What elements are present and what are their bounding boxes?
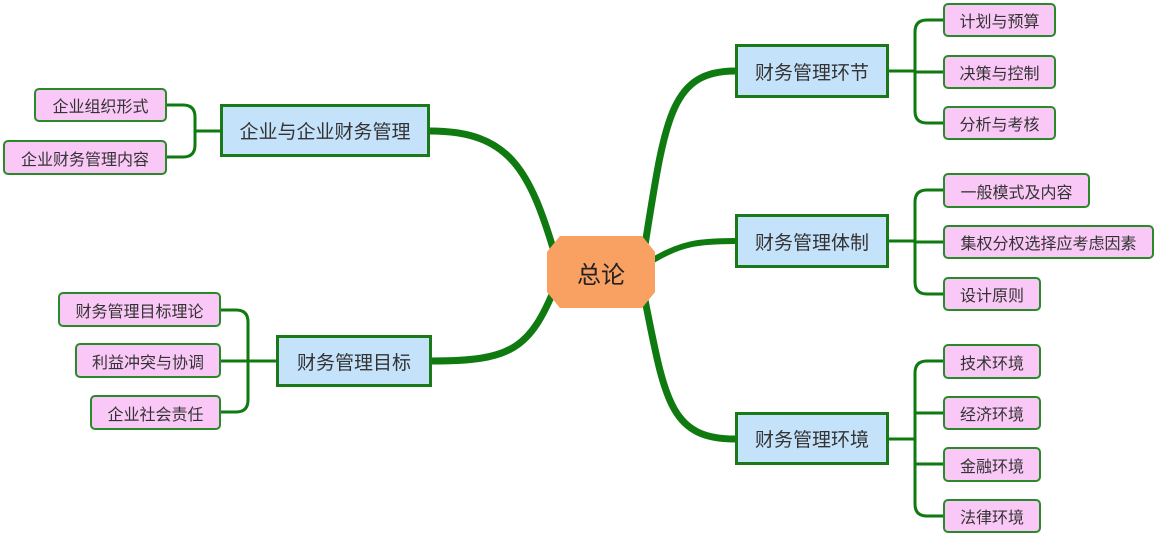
subtopic-label: 企业财务管理内容 <box>20 149 149 169</box>
subtopic[interactable]: 金融环境 <box>943 447 1041 482</box>
topic-system[interactable]: 财务管理体制 <box>735 214 889 268</box>
subtopic[interactable]: 利益冲突与协调 <box>75 343 221 378</box>
subtopic-label: 企业组织形式 <box>52 97 149 116</box>
subtopic[interactable]: 决策与控制 <box>943 55 1056 89</box>
subtopic-label: 企业社会责任 <box>107 404 204 424</box>
topic-label: 企业与企业财务管理 <box>239 121 411 143</box>
subtopic[interactable]: 一般模式及内容 <box>943 173 1090 208</box>
topic-label: 财务管理环节 <box>754 61 869 84</box>
topic-label: 财务管理环境 <box>754 429 869 451</box>
subtopic[interactable]: 财务管理目标理论 <box>58 292 221 327</box>
topic-goal[interactable]: 财务管理目标 <box>276 335 432 387</box>
subtopic[interactable]: 法律环境 <box>943 499 1041 533</box>
connector-enterprise <box>426 127 560 262</box>
subtopic[interactable]: 企业财务管理内容 <box>3 140 167 175</box>
subtopic-label: 集权分权选择应考虑因素 <box>960 234 1137 253</box>
subtopic[interactable]: 设计原则 <box>943 277 1041 311</box>
subtopic[interactable]: 技术环境 <box>943 344 1041 379</box>
topic-environment[interactable]: 财务管理环境 <box>735 412 889 465</box>
subtopic-label: 法律环境 <box>959 508 1024 527</box>
central-topic-label: 总论 <box>577 260 625 289</box>
subtopic-label: 金融环境 <box>959 456 1024 476</box>
subtopic-label: 技术环境 <box>959 353 1024 373</box>
central-topic[interactable]: 总论 <box>547 236 655 308</box>
connector-system <box>647 238 738 265</box>
topic-enterprise[interactable]: 企业与企业财务管理 <box>220 104 430 157</box>
connector-goal <box>428 281 560 365</box>
subtopic-label: 财务管理目标理论 <box>75 301 204 321</box>
subtopic[interactable]: 经济环境 <box>943 396 1041 430</box>
subtopic-label: 分析与考核 <box>959 115 1040 134</box>
subtopic[interactable]: 企业组织形式 <box>34 88 167 122</box>
subtopic-label: 经济环境 <box>959 405 1024 424</box>
topic-label: 财务管理体制 <box>754 231 869 254</box>
subtopic-label: 计划与预算 <box>959 12 1040 31</box>
subtopic[interactable]: 分析与考核 <box>943 106 1056 140</box>
topic-process[interactable]: 财务管理环节 <box>735 44 889 98</box>
subtopic[interactable]: 计划与预算 <box>943 3 1056 37</box>
subtopic[interactable]: 集权分权选择应考虑因素 <box>943 225 1154 259</box>
topic-label: 财务管理目标 <box>296 351 411 374</box>
subtopic-label: 设计原则 <box>959 286 1024 305</box>
subtopic-label: 一般模式及内容 <box>960 182 1073 202</box>
subtopic-label: 利益冲突与协调 <box>91 352 204 372</box>
subtopic-label: 决策与控制 <box>959 64 1040 83</box>
connector-environment <box>641 296 739 443</box>
subtopic[interactable]: 企业社会责任 <box>90 395 221 430</box>
connector-process <box>641 67 739 249</box>
